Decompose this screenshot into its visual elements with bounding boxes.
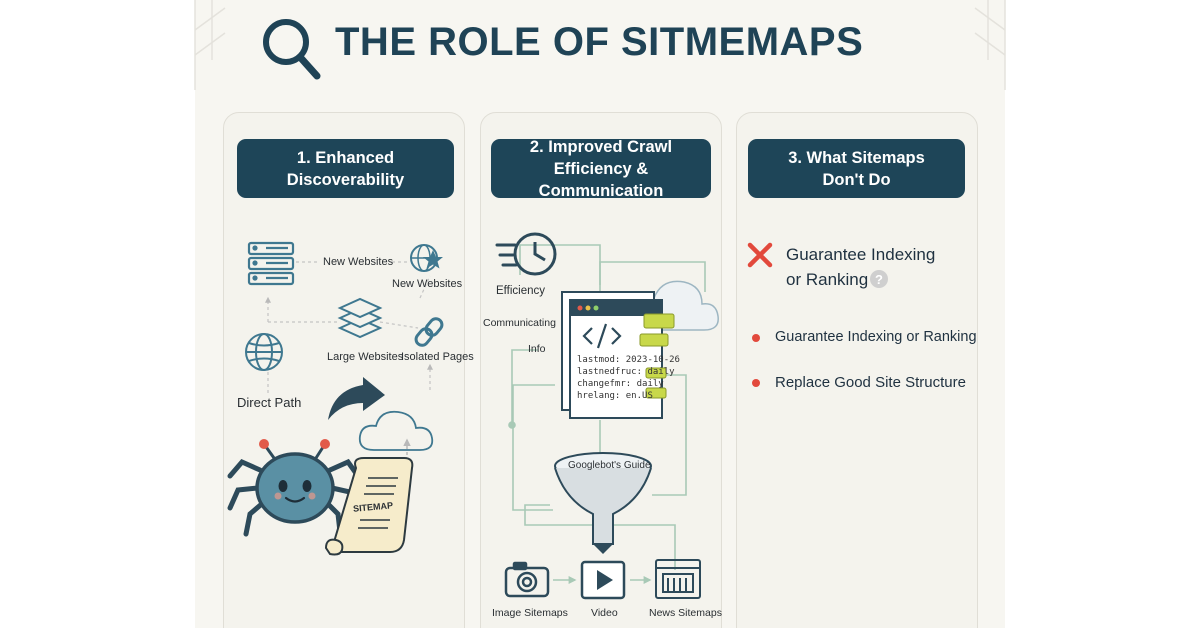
label-video: Video (591, 607, 618, 619)
code-line-4: hrelang: en.US (577, 391, 653, 401)
code-line-2: lastnedfruc: daily (577, 367, 675, 377)
label-info: Info (528, 343, 546, 355)
magnifier-icon (263, 19, 321, 80)
globe-star-icon (410, 244, 443, 272)
cloud-icon (358, 410, 434, 455)
code-document-icon (561, 291, 675, 419)
page-title: THE ROLE OF SITMEMAPS (335, 20, 864, 64)
server-stack-icon (247, 241, 295, 286)
bullet-item-2: Replace Good Site Structure (775, 374, 966, 391)
label-new-websites-right: New Websites (392, 278, 463, 290)
label-isolated-pages: Isolated Pages (401, 351, 474, 363)
code-line-1: lastmod: 2023-10-26 (577, 355, 680, 365)
video-play-icon (580, 560, 626, 600)
label-new-websites-top: New Websites (323, 256, 394, 268)
main-limitation-line2: or Ranking (786, 270, 869, 289)
label-communicating: Communicating (483, 317, 556, 329)
camera-icon (504, 561, 550, 598)
label-news-sitemaps: News Sitemaps (649, 607, 722, 619)
direct-path-arrow (328, 377, 385, 420)
main-limitation-line1: Guarantee Indexing (786, 245, 936, 264)
label-funnel: Googlebot's Guide (568, 460, 651, 471)
layers-icon (337, 297, 383, 339)
sitemap-scroll-icon (324, 457, 414, 556)
red-cross-icon (747, 242, 773, 268)
svg-text:?: ? (875, 272, 883, 287)
panel-limitations (736, 112, 978, 628)
bullet-dot (752, 379, 760, 387)
globe-icon (245, 333, 283, 371)
label-large-websites: Large Websites (327, 351, 404, 363)
clock-speed-icon (495, 232, 557, 276)
question-icon: ? (870, 270, 888, 288)
label-efficiency: Efficiency (496, 285, 546, 297)
label-image-sitemaps: Image Sitemaps (492, 607, 568, 619)
link-icon (414, 317, 444, 347)
label-direct-path: Direct Path (237, 395, 302, 410)
bullet-item-1: Guarantee Indexing or Ranking (775, 329, 977, 345)
code-line-3: changefmr: daily (577, 379, 664, 389)
news-page-icon (655, 559, 701, 599)
funnel-icon (554, 452, 652, 554)
bullet-dot (752, 334, 760, 342)
